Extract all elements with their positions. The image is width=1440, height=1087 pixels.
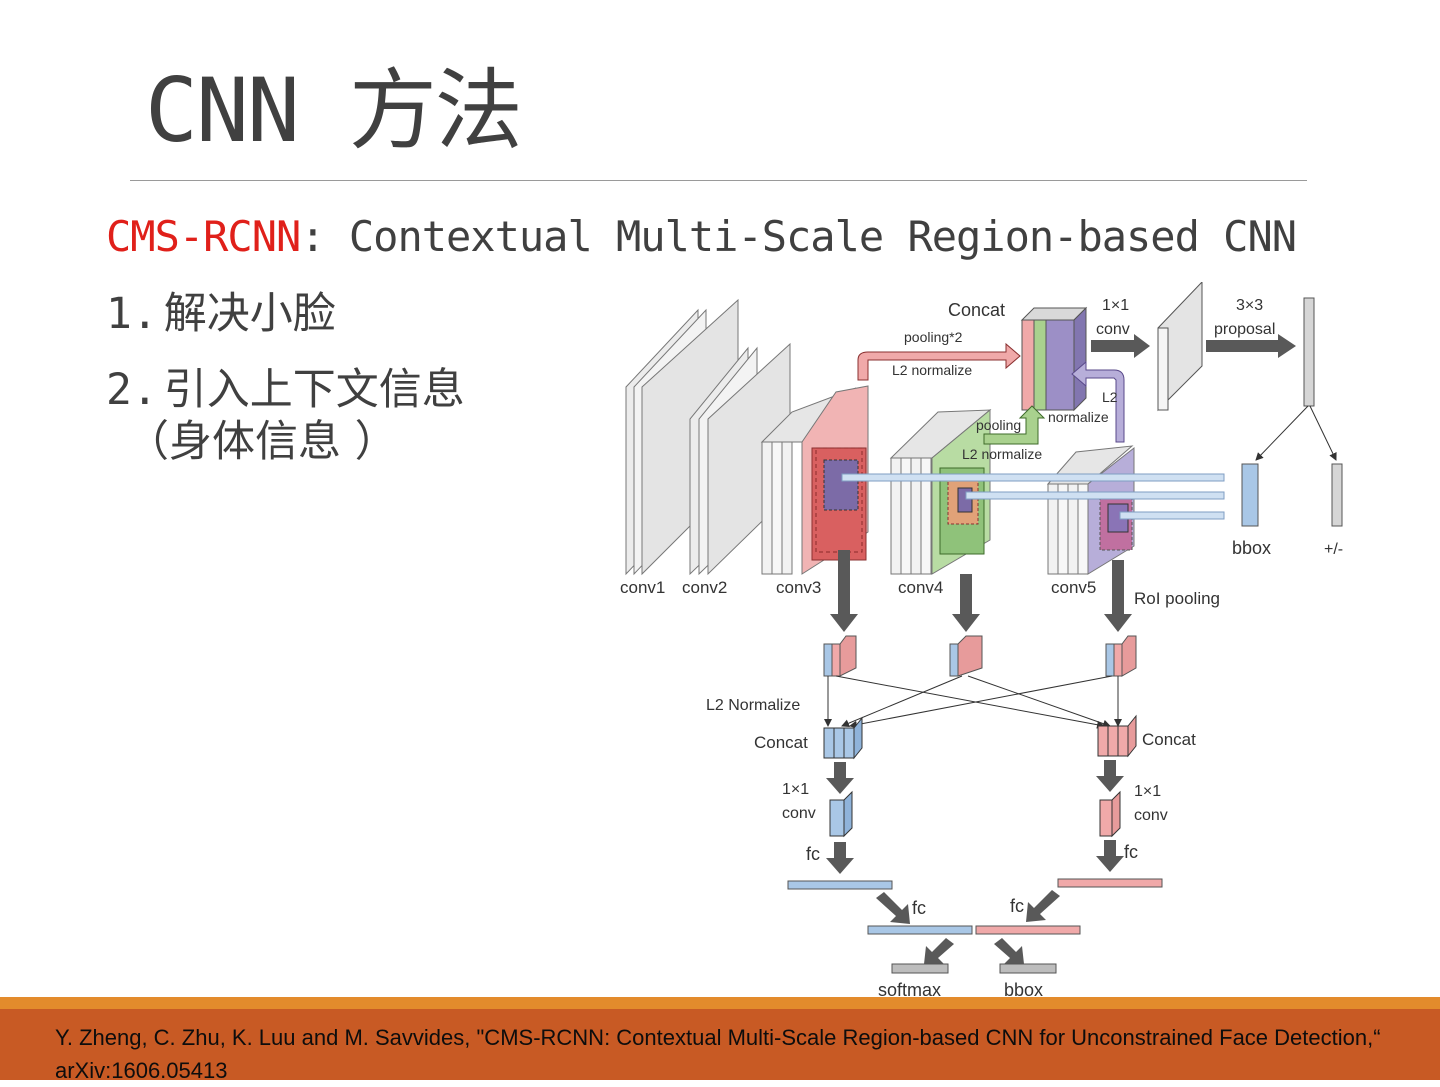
label-concat-right: Concat — [1142, 730, 1196, 749]
label-roi-pooling: RoI pooling — [1134, 589, 1220, 608]
conv1x1-left-block — [829, 799, 845, 837]
point-2-continuation: （身体信息 ） — [126, 417, 398, 467]
label-bbox-bottom: bbox — [1004, 980, 1043, 1000]
label-conv1: conv1 — [620, 578, 665, 597]
label-conv1x1-left-1: 1×1 — [782, 781, 809, 798]
concat-right-block — [1097, 714, 1137, 758]
proposal-to-bbox-arrow — [1255, 405, 1309, 461]
label-conv1x1-right-2: conv — [1134, 807, 1168, 824]
concat-top-block — [1020, 306, 1088, 412]
label-l2-normalize-bottom: L2 Normalize — [706, 697, 800, 714]
pooling-green-arrow — [983, 405, 1046, 445]
pooled-blocks — [823, 635, 1137, 677]
label-conv3: conv3 — [776, 578, 821, 597]
conv1x1-right-block-side — [1111, 790, 1121, 838]
label-conv1x1-left-2: conv — [782, 805, 816, 822]
subtitle-highlight: CMS-RCNN — [106, 212, 301, 261]
label-fc-center-left: fc — [912, 898, 926, 918]
label-softmax: softmax — [878, 980, 941, 1000]
fc-center-left-bar — [867, 925, 973, 935]
label-conv5: conv5 — [1051, 578, 1096, 597]
l2-normalize-purple-arrow — [1071, 360, 1125, 443]
top-gray-arrows — [1091, 334, 1296, 358]
title-divider — [130, 180, 1307, 181]
bbox-output-bottom — [999, 963, 1057, 974]
label-l2-right-1: L2 — [1102, 389, 1118, 405]
footer-bar — [0, 1009, 1440, 1080]
label-conv1x1-top-2: conv — [1096, 321, 1130, 338]
point-2: 2.引入上下文信息 — [106, 364, 465, 416]
point-1-number: 1. — [106, 289, 158, 339]
subtitle-rest: : Contextual Multi-Scale Region-based CN… — [300, 212, 1297, 261]
citation-text: Y. Zheng, C. Zhu, K. Luu and M. Savvides… — [55, 1025, 1381, 1083]
label-conv1x1-top-1: 1×1 — [1102, 297, 1129, 314]
label-pooling2: pooling*2 — [904, 329, 963, 345]
point-1-text: 解决小脸 — [163, 289, 336, 339]
point-1: 1.解决小脸 — [106, 288, 465, 340]
label-fc-left: fc — [806, 844, 820, 864]
label-proposal-1: 3×3 — [1236, 297, 1263, 314]
conv-down-arrows — [830, 550, 1132, 632]
label-l2-normalize-top: L2 normalize — [892, 362, 972, 378]
slide-subtitle: CMS-RCNN: Contextual Multi-Scale Region-… — [106, 212, 1297, 261]
label-conv2: conv2 — [682, 578, 727, 597]
label-concat-top: Concat — [948, 300, 1005, 320]
conv1x1-right-block — [1099, 799, 1113, 837]
conv1x1-top-block — [1157, 282, 1203, 412]
conv4-stack — [889, 408, 992, 575]
conv3-stack — [760, 385, 869, 575]
label-conv4: conv4 — [898, 578, 943, 597]
cms-rcnn-architecture-diagram: conv1 conv2 conv3 conv4 conv5 Concat poo… — [606, 282, 1362, 1012]
label-conv1x1-right-1: 1×1 — [1134, 783, 1161, 800]
fc-diagonal-arrows — [876, 890, 1060, 924]
proposal-to-plusminus-arrow — [1309, 405, 1337, 461]
roi-arrows — [841, 473, 1225, 520]
conv2-stack — [689, 342, 791, 576]
label-plusminus: +/- — [1324, 541, 1343, 558]
label-bbox-right: bbox — [1232, 538, 1271, 558]
label-l2-normalize-mid: L2 normalize — [962, 446, 1042, 462]
fc-down-arrows — [826, 840, 1124, 874]
proposal-bar — [1303, 297, 1315, 407]
point-2-number: 2. — [106, 365, 158, 415]
fc-center-right-bar — [975, 925, 1081, 935]
point-2-text: 引入上下文信息 — [163, 365, 465, 415]
concat-left-block — [823, 716, 863, 760]
label-fc-right: fc — [1124, 842, 1138, 862]
crossing-lines — [824, 675, 1122, 729]
conv5-stack — [1046, 445, 1135, 575]
label-fc-center-right: fc — [1010, 896, 1024, 916]
label-proposal-2: proposal — [1214, 321, 1275, 338]
softmax-output — [891, 963, 949, 974]
label-concat-left: Concat — [754, 733, 808, 752]
fc-left-bar — [787, 880, 893, 890]
label-pooling: pooling — [976, 417, 1021, 433]
label-l2-right-2: normalize — [1048, 409, 1109, 425]
pooling2-arrow — [857, 342, 1021, 381]
fc-right-bar — [1057, 878, 1163, 888]
bbox-output-right — [1241, 463, 1259, 527]
plusminus-output — [1331, 463, 1343, 527]
concat-down-arrows — [826, 760, 1124, 794]
output-arrows — [924, 938, 1024, 964]
bullet-points: 1.解决小脸 2.引入上下文信息 （身体信息 ） — [106, 288, 465, 468]
footer-accent-bar — [0, 997, 1440, 1009]
slide-title: CNN 方法 — [145, 59, 523, 162]
conv1x1-left-block-side — [843, 790, 853, 838]
